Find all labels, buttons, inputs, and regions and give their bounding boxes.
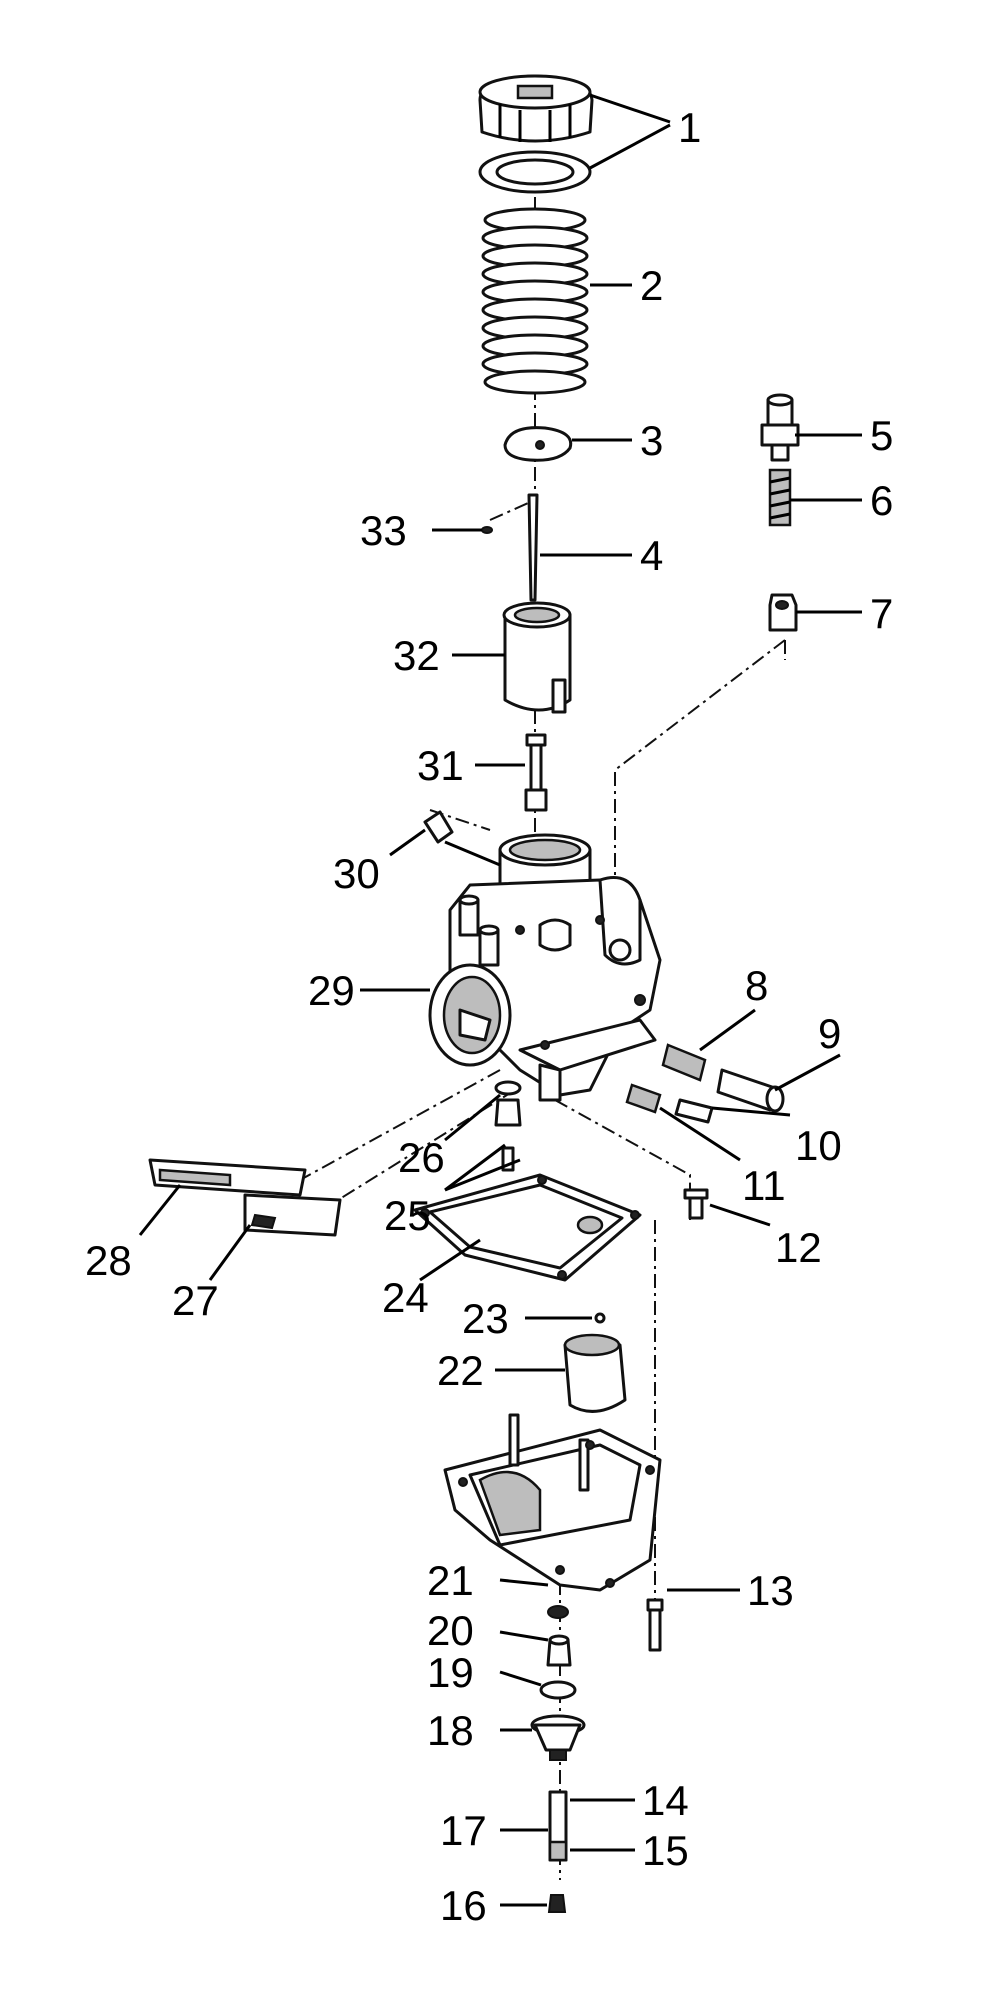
- callout-21: 21: [427, 1557, 474, 1604]
- part-22-float: [563, 1333, 627, 1413]
- callout-8: 8: [745, 962, 768, 1009]
- part-26-needle-seat: [494, 1080, 522, 1127]
- part-28-float-arm: [148, 1158, 307, 1197]
- part-10-pilot-screw: [674, 1098, 714, 1124]
- part-16-pilot-jet: [547, 1894, 567, 1913]
- part-29-carburetor-body: [428, 833, 662, 1102]
- callout-5: 5: [870, 412, 893, 459]
- callout-30: 30: [333, 850, 380, 897]
- callout-20: 20: [427, 1607, 474, 1654]
- callout-33: 33: [360, 507, 407, 554]
- leader-lines: [138, 93, 862, 1907]
- part-32-throttle-slide: [502, 601, 572, 714]
- part-6-spring: [768, 468, 792, 527]
- callout-32: 32: [393, 632, 440, 679]
- callout-18: 18: [427, 1707, 474, 1754]
- part-7-fitting: [768, 593, 798, 632]
- callout-23: 23: [462, 1295, 509, 1342]
- part-27-float-pin: [243, 1193, 342, 1237]
- part-14-17-main-jet-tube: [548, 1790, 568, 1862]
- part-8-spring: [661, 1043, 707, 1082]
- callout-13: 13: [747, 1567, 794, 1614]
- float-bowl: [443, 1413, 662, 1592]
- callout-17: 17: [440, 1807, 487, 1854]
- part-31-needle-jet: [524, 733, 548, 812]
- part-13-bowl-screw: [646, 1598, 664, 1652]
- callout-12: 12: [775, 1224, 822, 1271]
- part-1-carb-cap: [478, 74, 594, 194]
- callout-28: 28: [85, 1237, 132, 1284]
- part-23-float-pin: [594, 1312, 606, 1324]
- callout-labels: 1 2 3 4 5 6 7 8 9 10 11 12 13 14 15 16 1…: [85, 104, 893, 1929]
- callout-1: 1: [678, 104, 701, 151]
- callout-6: 6: [870, 477, 893, 524]
- part-2-spring: [481, 207, 589, 395]
- callout-7: 7: [870, 590, 893, 637]
- callout-24: 24: [382, 1274, 429, 1321]
- callout-26: 26: [398, 1134, 445, 1181]
- part-3-needle-clip-plate: [503, 426, 573, 462]
- callout-9: 9: [818, 1010, 841, 1057]
- part-18-jet-holder: [530, 1714, 586, 1761]
- part-19-o-ring: [539, 1680, 577, 1700]
- callout-19: 19: [427, 1649, 474, 1696]
- part-4-jet-needle: [527, 493, 539, 602]
- part-5-adjuster: [760, 393, 800, 462]
- callout-29: 29: [308, 967, 355, 1014]
- part-11-spring: [625, 1083, 662, 1114]
- callout-4: 4: [640, 532, 663, 579]
- callout-27: 27: [172, 1277, 219, 1324]
- part-9-idle-screw: [716, 1068, 785, 1113]
- part-24-float-bowl-gasket: [413, 1173, 642, 1282]
- callout-31: 31: [417, 742, 464, 789]
- callout-2: 2: [640, 262, 663, 309]
- callout-16: 16: [440, 1882, 487, 1929]
- part-21-washer: [547, 1605, 569, 1619]
- callout-15: 15: [642, 1827, 689, 1874]
- callout-3: 3: [640, 417, 663, 464]
- callout-14: 14: [642, 1777, 689, 1824]
- part-30-plug: [423, 810, 454, 844]
- part-33-e-clip: [481, 526, 493, 534]
- callout-11: 11: [742, 1162, 786, 1209]
- part-20-jet: [546, 1634, 572, 1667]
- part-12-drain-screw: [683, 1188, 709, 1220]
- callout-25: 25: [384, 1192, 431, 1239]
- callout-10: 10: [795, 1122, 842, 1169]
- callout-22: 22: [437, 1347, 484, 1394]
